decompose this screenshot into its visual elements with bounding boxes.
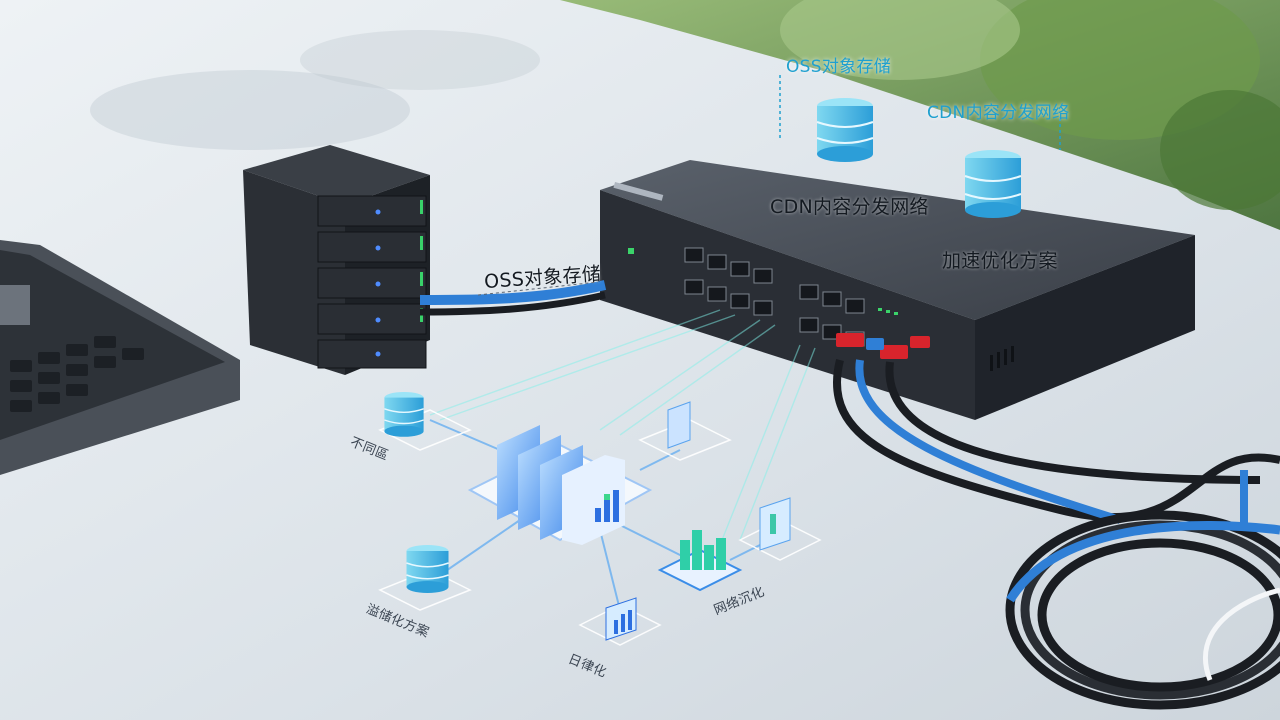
oss-top-label: OSS对象存储 xyxy=(786,57,892,77)
chart-icon xyxy=(605,597,637,641)
building-icon xyxy=(667,401,791,551)
database-icon xyxy=(384,98,1022,593)
network-switch xyxy=(600,160,1195,420)
accel-switch-label: 加速优化方案 xyxy=(942,250,1058,272)
cdn-switch-label: CDN内容分发网络 xyxy=(770,196,929,218)
server-tower xyxy=(243,145,430,375)
cdn-top-label: CDN内容分发网络 xyxy=(927,103,1070,123)
